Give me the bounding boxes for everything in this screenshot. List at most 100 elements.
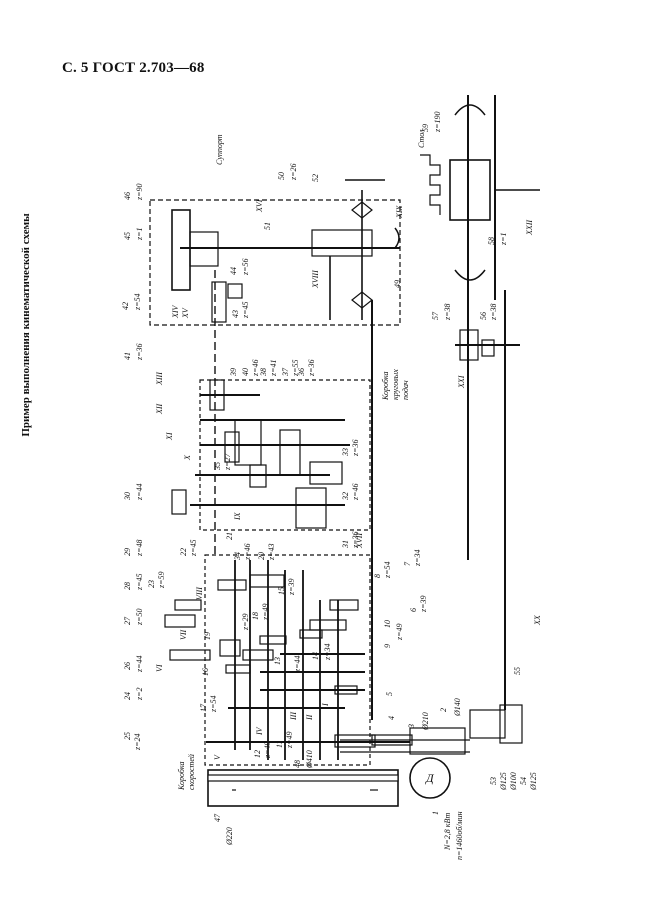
svg-text:z=54: z=54 [133, 293, 142, 311]
svg-text:48: 48 [293, 760, 302, 768]
gear-block-5 [334, 685, 358, 695]
svg-text:z=54: z=54 [383, 561, 392, 579]
svg-text:z=50: z=50 [135, 608, 144, 626]
gear-block-31 [295, 487, 327, 529]
svg-text:23: 23 [147, 580, 156, 588]
svg-text:16: 16 [201, 668, 210, 676]
svg-text:9: 9 [383, 644, 392, 648]
svg-text:z=54: z=54 [209, 695, 218, 713]
svg-text:45: 45 [123, 232, 132, 240]
pulley-47 [207, 769, 399, 807]
svg-text:32: 32 [341, 492, 350, 501]
gear-block-44 [227, 283, 243, 299]
svg-text:33: 33 [341, 448, 350, 457]
svg-text:26: 26 [123, 662, 132, 670]
worm-45 [189, 231, 219, 267]
svg-text:12: 12 [253, 750, 262, 758]
svg-text:51: 51 [263, 222, 272, 230]
svg-text:XII: XII [155, 403, 164, 415]
svg-text:V: V [213, 754, 222, 760]
label-motor-n: 1 [431, 811, 440, 815]
svg-text:z=190: z=190 [433, 111, 442, 133]
gear-block-43 [211, 281, 227, 323]
gear-block-26 [169, 649, 211, 661]
svg-text:8: 8 [373, 574, 382, 578]
svg-text:4: 4 [387, 716, 396, 720]
svg-text:17: 17 [199, 703, 208, 712]
svg-text:22: 22 [179, 548, 188, 556]
svg-text:II: II [305, 714, 314, 721]
svg-text:VII: VII [179, 629, 188, 640]
svg-text:z=46: z=46 [243, 543, 252, 561]
svg-text:13: 13 [273, 657, 282, 665]
svg-text:z=1: z=1 [499, 232, 508, 246]
svg-text:44: 44 [229, 267, 238, 275]
svg-text:z=59: z=59 [157, 571, 166, 589]
svg-text:24: 24 [123, 692, 132, 700]
feedbox-frame [199, 379, 371, 531]
table-wheel-59 [454, 104, 486, 281]
page-header: С. 5 ГОСТ 2.703—68 [62, 60, 205, 76]
svg-text:19: 19 [203, 632, 212, 640]
svg-text:z=49: z=49 [395, 623, 404, 641]
label-rpm: n=1460об/мин [455, 811, 464, 860]
svg-text:Ø140: Ø140 [453, 698, 462, 717]
svg-text:z=44: z=44 [135, 483, 144, 501]
svg-text:15: 15 [277, 587, 286, 595]
label-d220: Ø220 [225, 827, 234, 846]
svg-text:20: 20 [257, 552, 266, 560]
bevel-56 [481, 339, 495, 357]
svg-text:z=1: z=1 [135, 227, 144, 241]
svg-text:z=45: z=45 [189, 539, 198, 557]
clutch-49 [351, 291, 373, 309]
svg-text:43: 43 [231, 310, 240, 318]
svg-text:z=43: z=43 [267, 543, 276, 561]
svg-text:37: 37 [281, 367, 290, 377]
gear-block-28 [174, 599, 202, 611]
svg-text:46: 46 [123, 192, 132, 200]
svg-text:z=38: z=38 [443, 303, 452, 321]
label-feedbox-3: подач [401, 380, 410, 400]
svg-text:z=44: z=44 [293, 655, 302, 673]
svg-text:3: 3 [407, 724, 416, 729]
gear-block-27 [164, 614, 196, 628]
gear-block-38 [224, 431, 240, 463]
svg-text:z=24: z=24 [133, 733, 142, 751]
svg-text:z=38: z=38 [489, 303, 498, 321]
svg-text:50: 50 [277, 172, 286, 180]
svg-text:XVIII: XVIII [311, 270, 320, 289]
gear-block-18 [259, 635, 287, 645]
svg-text:z=36: z=36 [135, 343, 144, 361]
svg-text:z=34: z=34 [323, 643, 332, 661]
svg-text:34: 34 [233, 552, 242, 561]
label-suport: Суппорт [215, 134, 224, 165]
svg-text:38: 38 [259, 368, 268, 377]
electric-motor [409, 757, 451, 799]
svg-text:z=26: z=26 [289, 163, 298, 181]
bevel-57 [459, 329, 479, 361]
svg-text:5: 5 [385, 692, 394, 696]
svg-text:XXI: XXI [457, 375, 466, 389]
svg-text:z=39: z=39 [287, 578, 296, 596]
bevel-gear-50 [394, 227, 400, 249]
gear-51 [311, 229, 373, 257]
svg-text:XIII: XIII [155, 372, 164, 386]
svg-text:40: 40 [241, 368, 250, 376]
svg-text:z=2: z=2 [135, 687, 144, 701]
svg-text:35: 35 [213, 462, 222, 471]
gear-block-22 [217, 579, 247, 591]
svg-text:VIII: VIII [195, 587, 204, 600]
svg-text:z=34: z=34 [413, 549, 422, 567]
svg-text:2: 2 [439, 708, 448, 712]
svg-text:IV: IV [255, 726, 264, 736]
pulley-54 [499, 704, 523, 744]
svg-text:53: 53 [489, 777, 498, 785]
gear-block-30 [171, 489, 187, 515]
svg-text:54: 54 [519, 777, 528, 785]
svg-text:41: 41 [123, 352, 132, 360]
gear-block-37 [279, 429, 301, 476]
svg-text:30: 30 [123, 492, 132, 501]
svg-text:XVII: XVII [355, 533, 364, 549]
svg-text:6: 6 [409, 608, 418, 612]
